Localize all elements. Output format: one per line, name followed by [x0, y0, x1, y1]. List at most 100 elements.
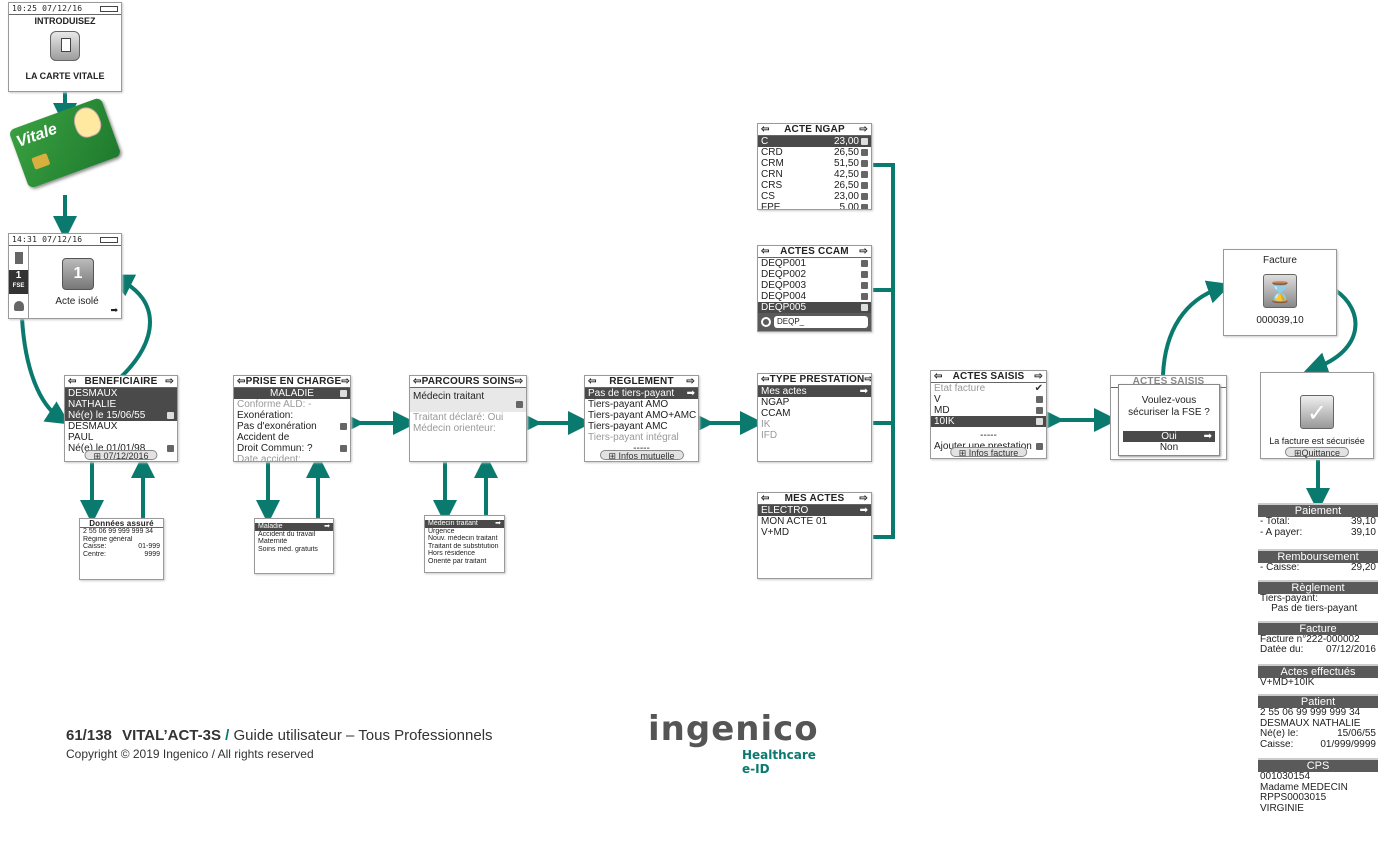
info-icon[interactable] — [861, 271, 868, 278]
search-input[interactable]: DEQP_ — [774, 316, 868, 328]
document-icon[interactable] — [9, 246, 28, 270]
arrow-right-icon[interactable]: ⇨ — [686, 375, 695, 387]
menu-item[interactable]: Traitant de substitution — [428, 542, 499, 550]
arrow-right-icon[interactable]: ⇨ — [859, 245, 868, 257]
arrow-right-icon[interactable]: ⇨ — [859, 123, 868, 135]
list-item[interactable]: NATHALIE — [65, 399, 177, 410]
arrow-right-icon[interactable]: ⇨ — [165, 375, 174, 387]
list-item[interactable]: DESMAUX — [68, 421, 118, 432]
list-item[interactable]: Tiers-payant AMO+AMC — [588, 410, 697, 421]
arrow-right-icon[interactable]: ⇨ — [1034, 370, 1043, 382]
info-icon[interactable] — [1036, 443, 1043, 450]
list-item[interactable]: V — [931, 394, 1046, 405]
info-icon[interactable] — [861, 204, 868, 209]
menu-item[interactable]: Accident du travail — [258, 530, 316, 538]
infos-facture-button[interactable]: ⊞ Infos facture — [949, 447, 1028, 458]
info-icon[interactable] — [861, 193, 868, 200]
info-icon[interactable] — [861, 138, 868, 145]
list-item[interactable]: Ajouter une prestation — [931, 441, 1046, 452]
list-item[interactable]: DEQP003 — [758, 280, 871, 291]
menu-item[interactable]: Orienté par traitant — [428, 557, 487, 565]
list-item[interactable]: DEQP004 — [758, 291, 871, 302]
arrow-left-icon[interactable]: ⇦ — [413, 375, 422, 387]
list-item[interactable]: DEQP001 — [758, 258, 871, 269]
arrow-right-icon[interactable]: ⇨ — [864, 374, 871, 386]
menu-item[interactable]: Maladie➡ — [255, 523, 333, 531]
arrow-left-icon[interactable]: ⇦ — [761, 245, 770, 257]
list-item[interactable]: IK — [761, 419, 771, 430]
list-item[interactable]: MD — [931, 405, 1046, 416]
list-item[interactable]: DEQP005 — [758, 302, 871, 313]
arrow-right-icon[interactable]: ➡ — [110, 306, 118, 316]
info-icon[interactable] — [861, 149, 868, 156]
info-icon[interactable] — [167, 445, 174, 452]
quittance-button[interactable]: ⊞Quittance — [1284, 447, 1350, 458]
list-item[interactable]: IFD — [761, 430, 778, 441]
info-icon[interactable] — [861, 171, 868, 178]
menu-item[interactable]: Maternité — [258, 538, 288, 545]
arrow-right-icon[interactable]: ⇨ — [341, 375, 350, 387]
infos-mutuelle-button[interactable]: ⊞ Infos mutuelle — [599, 450, 684, 461]
info-icon[interactable] — [861, 293, 868, 300]
list-item[interactable]: Médecin orienteur: — [413, 423, 496, 434]
no-button[interactable]: Non — [1159, 442, 1179, 453]
list-item[interactable]: MON ACTE 01 — [761, 516, 828, 527]
fse-icon[interactable]: 1 FSE — [9, 270, 28, 294]
list-item[interactable]: Né(e) le 15/06/55 — [65, 410, 177, 421]
list-item[interactable]: Tiers-payant intégral — [588, 432, 679, 443]
info-icon[interactable] — [516, 401, 523, 408]
list-item[interactable]: CCAM — [761, 408, 791, 419]
arrow-right-icon[interactable]: ⇨ — [859, 492, 868, 504]
arrow-left-icon[interactable]: ⇦ — [68, 375, 77, 387]
menu-item[interactable]: Soins méd. gratuits — [258, 545, 318, 553]
info-icon[interactable] — [861, 304, 868, 311]
list-item[interactable]: PAUL — [68, 432, 94, 443]
arrow-left-icon[interactable]: ⇦ — [761, 492, 770, 504]
info-icon[interactable] — [861, 282, 868, 289]
arrow-left-icon[interactable]: ⇦ — [934, 370, 943, 382]
list-item[interactable]: DEQP002 — [758, 269, 871, 280]
list-item[interactable]: DESMAUX — [65, 388, 177, 399]
arrow-right-icon[interactable]: ⇨ — [514, 375, 524, 387]
arrow-left-icon[interactable]: ⇦ — [761, 373, 770, 385]
list-item[interactable]: ELECTRO➡ — [758, 505, 871, 516]
menu-item[interactable]: Médecin traitant➡ — [425, 520, 504, 528]
list-item[interactable]: Tiers-payant AMC — [588, 421, 668, 432]
list-item[interactable]: Tiers-payant AMO — [588, 399, 669, 410]
list-item[interactable]: MALADIE — [234, 388, 350, 399]
menu-item[interactable]: Urgence — [428, 527, 455, 535]
info-icon[interactable] — [861, 182, 868, 189]
info-icon[interactable] — [1036, 407, 1043, 414]
info-icon[interactable] — [340, 390, 347, 397]
yes-button[interactable]: Oui ➡ — [1123, 431, 1215, 442]
menu-item[interactable]: Nouv. médecin traitant — [428, 535, 498, 542]
info-icon[interactable] — [340, 423, 347, 430]
date-button[interactable]: ⊞ 07/12/2016 — [84, 450, 158, 461]
list-item[interactable]: Médecin traitant — [410, 388, 526, 412]
arrow-left-icon[interactable]: ⇦ — [237, 375, 246, 387]
info-icon[interactable] — [167, 412, 174, 419]
list-item[interactable]: Exonération: — [237, 410, 294, 421]
fse-big-icon[interactable]: 1 — [62, 258, 94, 290]
list-item[interactable]: V+MD — [761, 527, 790, 538]
list-item[interactable]: 10IK — [931, 416, 1046, 427]
list-item[interactable]: Mes actes➡ — [758, 386, 871, 397]
info-icon[interactable] — [861, 260, 868, 267]
list-item[interactable]: Pas de tiers-payant➡ — [585, 388, 698, 399]
list-item[interactable]: Né(e) le 01/01/98 — [65, 443, 177, 454]
menu-item[interactable]: Hors résidence — [428, 550, 476, 557]
arrow-left-icon[interactable]: ⇦ — [761, 123, 770, 135]
list-item[interactable]: Pas d'exonération — [234, 421, 350, 432]
info-icon[interactable] — [861, 160, 868, 167]
list-item[interactable]: Date accident: — [237, 454, 301, 462]
arrow-left-icon[interactable]: ⇦ — [588, 375, 597, 387]
info-icon[interactable] — [340, 445, 347, 452]
list-item[interactable]: Accident de — [237, 432, 290, 443]
